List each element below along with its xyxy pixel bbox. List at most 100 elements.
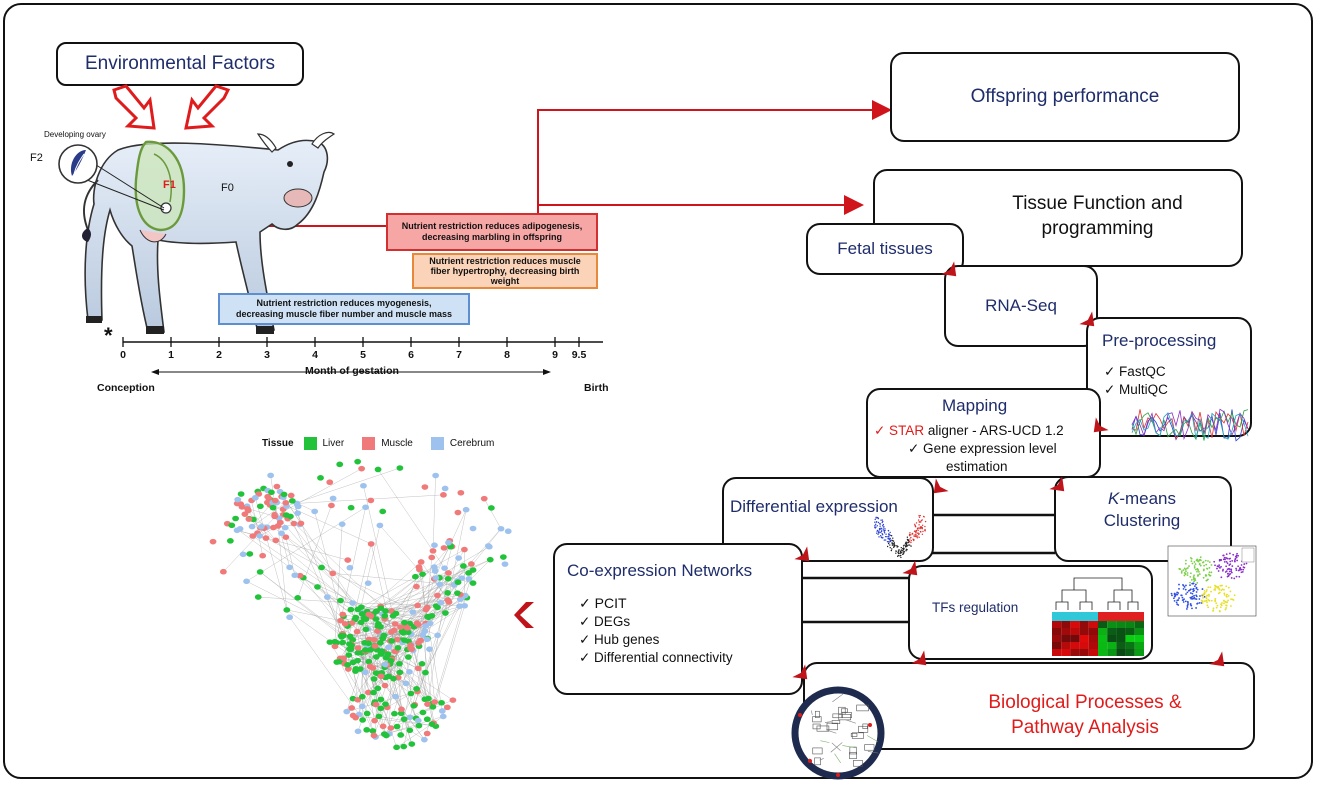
network-node — [419, 709, 427, 716]
volcano-point — [913, 539, 915, 542]
network-node — [499, 554, 507, 560]
network-node — [248, 523, 256, 530]
heatmap-cell — [1098, 642, 1108, 649]
scatter-point — [1222, 599, 1225, 602]
network-node — [372, 616, 380, 622]
kmeans-scatter-plot — [1167, 545, 1257, 617]
network-node — [390, 675, 397, 682]
volcano-point — [905, 543, 907, 545]
scatter-point — [1190, 557, 1193, 560]
heatmap-cell — [1125, 621, 1135, 628]
network-node — [344, 557, 352, 563]
network-node — [428, 721, 436, 727]
scatter-point — [1191, 562, 1194, 565]
heatmap-cell — [1107, 621, 1117, 628]
network-node — [282, 499, 290, 506]
network-node — [256, 569, 264, 575]
scatter-point — [1201, 600, 1204, 603]
scatter-point — [1219, 584, 1222, 587]
volcano-point — [910, 541, 912, 544]
heatmap-cell — [1079, 649, 1089, 656]
volcano-point — [875, 517, 877, 519]
degs-item: ✓ DEGs — [579, 614, 631, 629]
network-node — [234, 496, 242, 503]
volcano-point — [885, 533, 887, 535]
volcano-point — [894, 544, 896, 547]
network-node — [379, 508, 387, 515]
scatter-point — [1201, 593, 1204, 596]
scatter-point — [1203, 593, 1206, 596]
volcano-plot — [874, 515, 927, 559]
scatter-point — [1219, 610, 1221, 613]
volcano-point — [879, 525, 881, 527]
tissue-function-line1: Tissue Function and — [1012, 193, 1183, 214]
network-node — [399, 630, 407, 636]
scatter-point — [1203, 600, 1206, 603]
network-node — [282, 534, 290, 540]
volcano-point — [877, 533, 879, 535]
scatter-point — [1227, 586, 1230, 589]
network-node — [286, 614, 294, 621]
down-left-arrow-icon — [184, 84, 231, 130]
network-node — [416, 566, 423, 573]
volcano-point — [903, 551, 905, 553]
timeline-tick-label: 3 — [264, 349, 270, 361]
timeline-start: Conception — [97, 382, 155, 394]
scatter-point — [1175, 601, 1178, 604]
scatter-point — [1240, 568, 1243, 571]
scatter-point — [1204, 596, 1207, 599]
uterus-shape — [134, 140, 186, 232]
scatter-point — [1196, 568, 1199, 571]
volcano-point — [906, 536, 909, 538]
network-node — [370, 689, 377, 696]
scatter-point — [1214, 587, 1216, 590]
mapping-label: Mapping — [942, 396, 1008, 415]
network-node — [391, 621, 399, 627]
legend-label-cerebrum: Cerebrum — [449, 438, 495, 449]
scatter-point — [1203, 564, 1206, 567]
volcano-point — [876, 516, 879, 519]
network-node — [469, 580, 477, 586]
network-node — [387, 725, 395, 731]
scatter-point — [1187, 601, 1189, 604]
scatter-point — [1221, 569, 1224, 572]
scatter-point — [1181, 596, 1184, 599]
scatter-point — [1195, 598, 1198, 601]
scatter-point — [1201, 588, 1204, 590]
timeline-tick-label: 7 — [456, 349, 462, 361]
scatter-point — [1186, 574, 1189, 577]
scatter-point — [1204, 559, 1207, 562]
heatmap-cell — [1116, 642, 1126, 649]
network-node — [367, 497, 375, 504]
volcano-point — [880, 531, 882, 534]
network-node — [382, 608, 389, 614]
scatter-point — [1233, 594, 1236, 597]
volcano-point — [889, 531, 891, 534]
network-node — [317, 475, 324, 481]
legend-label-muscle: Muscle — [381, 438, 413, 449]
network-node — [396, 465, 404, 471]
scatter-point — [1229, 557, 1232, 560]
volcano-point — [914, 523, 916, 526]
network-node — [209, 538, 217, 545]
network-node — [361, 669, 369, 676]
scatter-point — [1220, 576, 1223, 579]
volcano-point — [905, 541, 907, 543]
network-node — [278, 530, 285, 537]
scatter-point — [1171, 594, 1173, 597]
volcano-point — [900, 549, 903, 551]
star-check: ✓ STAR — [874, 423, 925, 438]
scatter-point — [1213, 588, 1216, 591]
volcano-point — [897, 549, 900, 551]
volcano-point — [884, 535, 887, 538]
scatter-point — [1230, 571, 1233, 574]
scatter-point — [1238, 575, 1241, 578]
volcano-point — [889, 539, 892, 542]
volcano-point — [875, 526, 877, 528]
flow-arrow-icon — [941, 261, 957, 277]
scatter-point — [1188, 565, 1190, 567]
scatter-point — [1235, 569, 1238, 572]
pcit-item: ✓ PCIT — [579, 595, 627, 611]
network-node — [439, 713, 447, 720]
heatmap-cell — [1125, 642, 1135, 649]
